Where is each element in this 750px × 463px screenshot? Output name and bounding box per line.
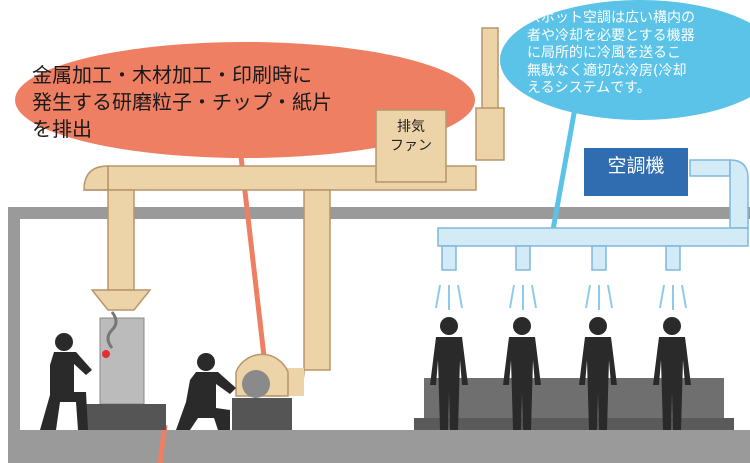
exhaust-fan-box <box>375 109 447 183</box>
exhaust-fan-label: 排気 ファン <box>378 118 444 156</box>
air-conditioner-label: 空調機 <box>607 155 665 177</box>
exhaust-fan-label-line: 排気 <box>397 119 425 135</box>
callout-left-line: を排出 <box>32 117 92 141</box>
callout-left-line: 発生する研磨粒子・チップ・紙片 <box>32 90 332 114</box>
callout-right-text: スポット空調は広い構内の 者や冷却を必要とする機器 に局所的に冷風を送るこ 無駄… <box>527 10 750 98</box>
ceiling-beam <box>8 207 750 219</box>
callout-right-line: 無駄なく適切な冷房(冷却 <box>527 62 687 79</box>
welding-station <box>86 311 166 430</box>
standing-worker-1 <box>430 317 468 430</box>
left-wall <box>8 207 20 463</box>
standing-worker-3 <box>579 317 617 430</box>
crouching-grinder <box>176 353 236 430</box>
cool-air-flow <box>435 284 687 310</box>
smoke-icon <box>106 311 118 349</box>
callout-left-text: 金属加工・木材加工・印刷時に 発生する研磨粒子・チップ・紙片 を排出 <box>32 62 452 143</box>
callout-right-bubble <box>500 0 750 231</box>
grinding-station <box>232 370 292 430</box>
kneeling-welder <box>40 333 92 430</box>
callout-right-line: に局所的に冷風を送るこ <box>527 45 681 61</box>
floor <box>8 430 750 463</box>
callout-right-line: スポット空調は広い構内の <box>527 10 695 26</box>
grinder-wheel-icon <box>242 370 270 398</box>
air-conditioner-unit <box>584 148 688 196</box>
cooled-machine <box>414 378 734 430</box>
callout-right-line: 者や冷却を必要とする機器 <box>527 27 695 44</box>
callout-right-line: えるシステムです。 <box>527 80 651 96</box>
cool-air-duct <box>437 159 749 271</box>
callout-left-line: 金属加工・木材加工・印刷時に <box>32 63 312 87</box>
standing-worker-4 <box>653 317 691 430</box>
standing-worker-2 <box>503 317 541 430</box>
weld-spark-icon <box>102 350 110 358</box>
exhaust-fan-label-line: ファン <box>390 138 432 154</box>
